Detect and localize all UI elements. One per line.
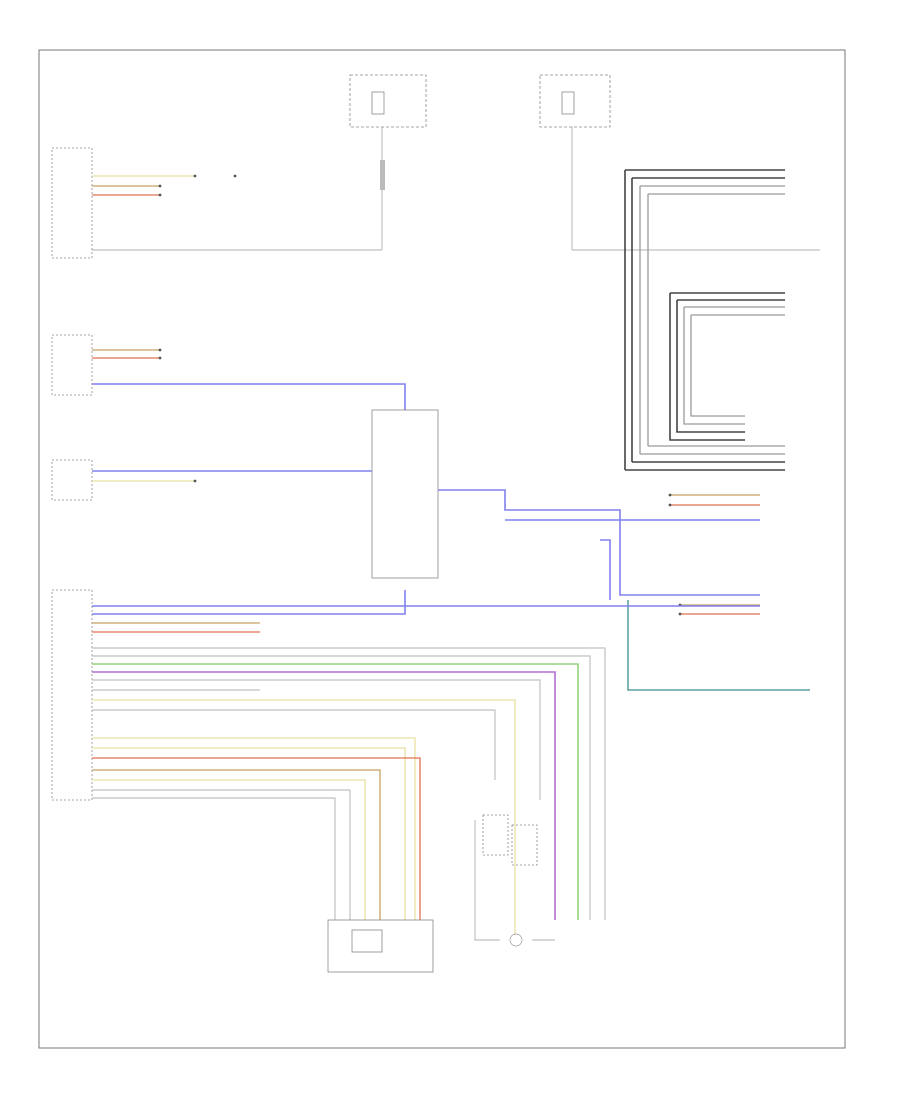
module-connector-top xyxy=(51,147,382,259)
fuse-block-right xyxy=(539,74,820,251)
wire-violet-right-1 xyxy=(438,489,760,596)
harness-right-middle xyxy=(625,292,785,471)
diagram-frame xyxy=(38,49,846,1049)
wire-teal xyxy=(627,600,810,691)
wire-violet-bus-upper xyxy=(92,383,406,410)
sensor-bottom-right xyxy=(474,814,555,947)
wire-violet-right-3 xyxy=(600,539,611,600)
right-connector-a xyxy=(668,493,760,507)
central-control-module xyxy=(371,409,439,579)
sensor-bottom-left-inner xyxy=(351,929,383,953)
sensor-block-mid xyxy=(51,459,372,501)
sensor-bottom-left xyxy=(327,919,434,973)
main-connector-bottom xyxy=(51,589,760,935)
harness-right-upper xyxy=(624,169,785,470)
module-connector-mid xyxy=(51,334,162,396)
fuse-block-left xyxy=(349,74,427,250)
